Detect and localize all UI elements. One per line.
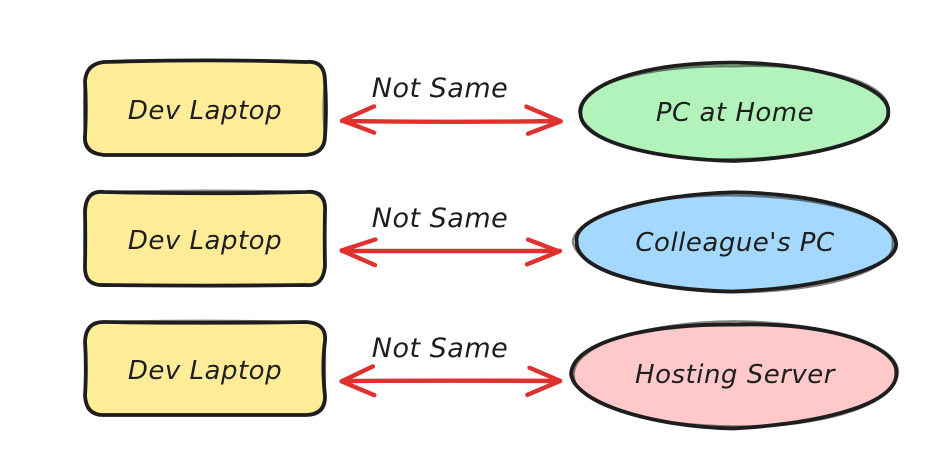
hosting-server-shape-sketch bbox=[572, 320, 900, 428]
arrowhead-right-icon bbox=[524, 237, 562, 267]
node-label: Dev Laptop bbox=[128, 356, 282, 386]
arrowhead-right-icon bbox=[524, 104, 563, 136]
dev-laptop-shape-sketch bbox=[83, 189, 327, 287]
node-colleagues-pc[interactable]: Colleague's PC bbox=[571, 190, 899, 294]
arrowhead-right-icon bbox=[525, 365, 563, 398]
node-pc-at-home[interactable]: PC at Home bbox=[577, 60, 891, 163]
not-same-connector-2[interactable]: Not Same bbox=[339, 203, 563, 268]
hosting-server-shape bbox=[569, 322, 899, 431]
arrowhead-left-icon bbox=[339, 364, 377, 398]
colleagues-pc-shape-sketch bbox=[571, 194, 894, 294]
relation-label: Not Same bbox=[372, 333, 508, 364]
not-same-connector-3[interactable]: Not Same bbox=[339, 333, 563, 398]
dev-laptop-shape-sketch bbox=[83, 319, 327, 417]
node-label: Dev Laptop bbox=[128, 226, 282, 256]
arrowhead-left-icon bbox=[340, 104, 377, 135]
node-dev-laptop-3[interactable]: Dev Laptop bbox=[83, 319, 328, 417]
arrowhead-left-icon bbox=[339, 237, 378, 268]
relation-row: Dev Laptop Not Same Colleague's PC bbox=[83, 189, 899, 294]
node-label: Dev Laptop bbox=[128, 96, 282, 126]
not-same-connector-1[interactable]: Not Same bbox=[339, 73, 563, 136]
relation-row: Dev Laptop Not Same PC at Home bbox=[82, 58, 891, 163]
dev-laptop-shape-sketch bbox=[82, 59, 327, 157]
node-dev-laptop-1[interactable]: Dev Laptop bbox=[82, 58, 328, 158]
node-label: Hosting Server bbox=[635, 360, 837, 390]
node-hosting-server[interactable]: Hosting Server bbox=[569, 320, 900, 431]
double-arrow-line bbox=[339, 118, 563, 125]
relation-label: Not Same bbox=[372, 203, 508, 234]
relation-row: Dev Laptop Not Same Hosting Server bbox=[83, 319, 900, 431]
node-label: Colleague's PC bbox=[635, 228, 835, 258]
pc-at-home-shape-sketch bbox=[577, 64, 889, 161]
relation-label: Not Same bbox=[372, 73, 508, 104]
node-dev-laptop-2[interactable]: Dev Laptop bbox=[83, 189, 327, 288]
node-label: PC at Home bbox=[656, 98, 814, 128]
colleagues-pc-shape bbox=[574, 190, 899, 294]
